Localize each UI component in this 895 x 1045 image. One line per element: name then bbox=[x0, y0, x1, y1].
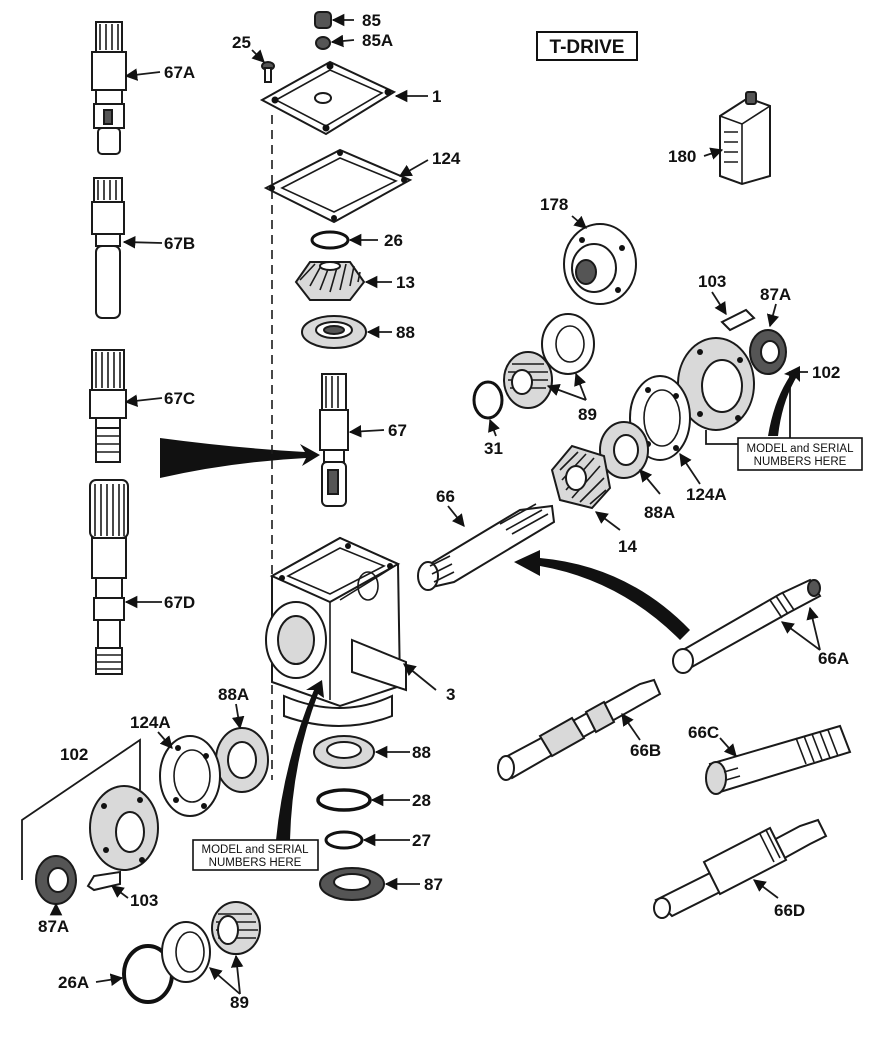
label-66: 66 bbox=[436, 487, 455, 506]
part-28-snap-ring bbox=[316, 788, 410, 812]
label-124a-right: 124A bbox=[686, 485, 727, 504]
part-66-output-shaft bbox=[417, 503, 556, 591]
label-67a: 67A bbox=[164, 63, 195, 82]
label-178: 178 bbox=[540, 195, 568, 214]
part-27-ring bbox=[324, 830, 410, 850]
part-26-snap-ring bbox=[310, 230, 378, 250]
part-88-bearing-top bbox=[301, 315, 392, 349]
part-88a-bearing-right bbox=[599, 421, 661, 495]
part-1-cover-plate bbox=[259, 60, 428, 136]
part-85-cap bbox=[314, 11, 354, 29]
label-124a-left: 124A bbox=[130, 713, 171, 732]
part-87a-seal-right bbox=[749, 303, 787, 375]
label-67d: 67D bbox=[164, 593, 195, 612]
part-124a-gasket-left bbox=[157, 731, 221, 817]
part-89-bearing-left bbox=[161, 901, 261, 995]
label-87a-right: 87A bbox=[760, 285, 791, 304]
part-13-bevel-gear bbox=[294, 261, 392, 301]
arrow-to-bracket-serial bbox=[768, 366, 800, 436]
label-66b: 66B bbox=[630, 741, 661, 760]
part-88-bearing-bottom bbox=[313, 735, 410, 769]
arrow-66a-to-66 bbox=[514, 550, 690, 640]
title-box: T-DRIVE bbox=[536, 31, 638, 61]
callout-upper-line2: NUMBERS HERE bbox=[754, 456, 847, 468]
part-labels: 85 85A 25 1 124 26 13 88 67 67A 67B 67C … bbox=[38, 11, 849, 1012]
callout-upper-line1: MODEL and SERIAL bbox=[747, 443, 855, 455]
label-87a-left: 87A bbox=[38, 917, 69, 936]
arrow-to-housing-serial bbox=[276, 680, 324, 840]
label-88a-right: 88A bbox=[644, 503, 675, 522]
label-28: 28 bbox=[412, 791, 431, 810]
part-180-oil-bottle bbox=[703, 91, 771, 186]
part-31-washer bbox=[472, 380, 504, 437]
label-66c: 66C bbox=[688, 723, 719, 742]
part-102-bracket-left bbox=[21, 738, 159, 880]
part-85a-plug bbox=[315, 34, 355, 50]
label-1: 1 bbox=[432, 87, 441, 106]
label-66a: 66A bbox=[818, 649, 849, 668]
label-85: 85 bbox=[362, 11, 381, 30]
label-103-right: 103 bbox=[698, 272, 726, 291]
part-89-bearing-right bbox=[503, 313, 595, 409]
label-102-left: 102 bbox=[60, 745, 88, 764]
part-66b-shaft bbox=[497, 678, 662, 781]
label-14: 14 bbox=[618, 537, 637, 556]
callout-serial-lower: MODEL and SERIAL NUMBERS HERE bbox=[192, 839, 319, 871]
shaft-67b bbox=[91, 177, 163, 319]
label-31: 31 bbox=[484, 439, 503, 458]
part-3-gearbox-housing bbox=[265, 536, 437, 727]
label-88a-left: 88A bbox=[218, 685, 249, 704]
label-88-top: 88 bbox=[396, 323, 415, 342]
label-26a: 26A bbox=[58, 973, 89, 992]
label-25: 25 bbox=[232, 33, 251, 52]
part-26a-ring bbox=[95, 944, 174, 1004]
label-103-left: 103 bbox=[130, 891, 158, 910]
part-124-gasket bbox=[263, 148, 429, 224]
part-66c-shaft bbox=[705, 724, 852, 795]
label-26: 26 bbox=[384, 231, 403, 250]
part-14-bevel-gear bbox=[550, 444, 621, 531]
callout-lower-line2: NUMBERS HERE bbox=[209, 857, 302, 869]
label-66d: 66D bbox=[774, 901, 805, 920]
part-87-seal bbox=[319, 867, 420, 901]
label-89-left: 89 bbox=[230, 993, 249, 1012]
label-67b: 67B bbox=[164, 234, 195, 253]
shaft-67d bbox=[89, 479, 162, 675]
label-3: 3 bbox=[446, 685, 455, 704]
part-25-screw bbox=[251, 49, 275, 83]
label-27: 27 bbox=[412, 831, 431, 850]
label-67: 67 bbox=[388, 421, 407, 440]
part-178-hub bbox=[563, 215, 637, 305]
part-67-pinion-shaft bbox=[319, 373, 385, 507]
part-103-bolt-left bbox=[86, 870, 129, 899]
label-102-right: 102 bbox=[812, 363, 840, 382]
title: T-DRIVE bbox=[550, 37, 625, 58]
callout-serial-upper: MODEL and SERIAL NUMBERS HERE bbox=[737, 437, 863, 471]
part-66a-shaft bbox=[672, 578, 822, 674]
label-89-right: 89 bbox=[578, 405, 597, 424]
label-124: 124 bbox=[432, 149, 461, 168]
part-88a-bearing-left bbox=[215, 703, 269, 793]
label-180: 180 bbox=[668, 147, 696, 166]
part-66d-shaft bbox=[653, 818, 828, 919]
big-arrow-to-67 bbox=[160, 438, 320, 478]
label-87: 87 bbox=[424, 875, 443, 894]
label-85a: 85A bbox=[362, 31, 393, 50]
label-67c: 67C bbox=[164, 389, 195, 408]
part-87a-seal-left bbox=[35, 855, 77, 905]
part-103-bolt-right bbox=[711, 291, 756, 332]
shaft-67a bbox=[91, 21, 161, 155]
shaft-67c bbox=[89, 349, 163, 463]
callout-lower-line1: MODEL and SERIAL bbox=[202, 844, 310, 856]
label-13: 13 bbox=[396, 273, 415, 292]
label-88-bottom: 88 bbox=[412, 743, 431, 762]
